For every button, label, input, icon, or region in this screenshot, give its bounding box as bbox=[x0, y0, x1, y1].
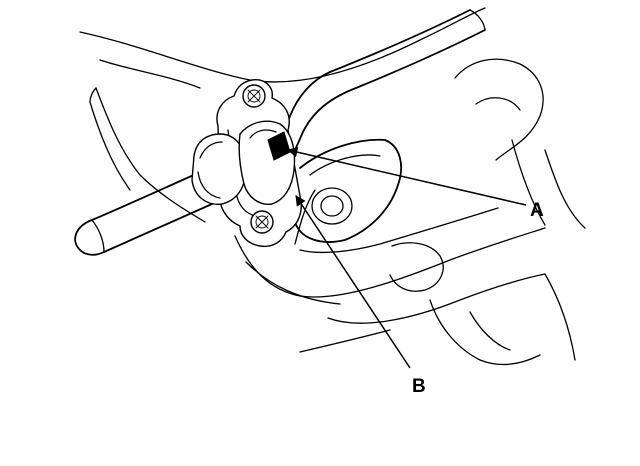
callout-b-leader bbox=[295, 195, 411, 369]
callout-a-label: A bbox=[530, 200, 544, 221]
callout-b-label: B bbox=[412, 376, 426, 397]
subframe-outline bbox=[79, 7, 586, 366]
callout-a-leader bbox=[286, 147, 527, 206]
